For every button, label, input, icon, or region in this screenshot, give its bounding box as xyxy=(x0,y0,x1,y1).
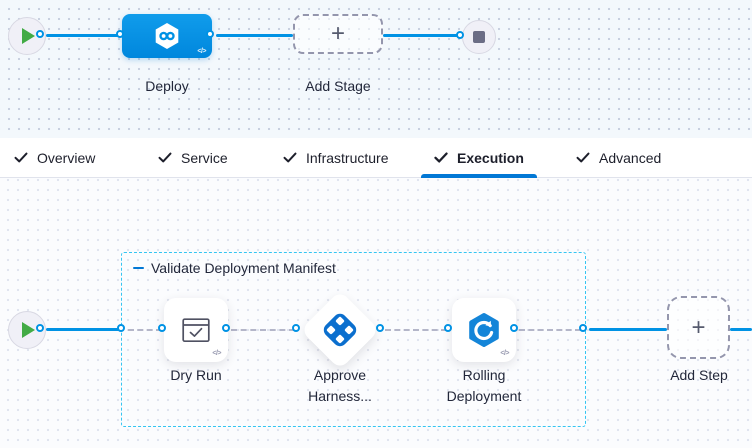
add-stage-button[interactable]: + xyxy=(293,14,383,54)
check-icon xyxy=(576,150,590,166)
step-label: Approve Harness... xyxy=(308,367,372,404)
step-node-rolling-deployment[interactable]: </> xyxy=(452,298,516,362)
execution-steps-canvas xyxy=(0,178,752,448)
edge-line-dashed xyxy=(385,329,447,331)
collapse-group-icon[interactable] xyxy=(133,266,144,270)
step-node-dry-run[interactable]: </> xyxy=(164,298,228,362)
connector-port[interactable] xyxy=(36,324,44,332)
edge-line-dashed xyxy=(519,329,581,331)
connector-port[interactable] xyxy=(444,324,452,332)
step-group-header[interactable]: Validate Deployment Manifest xyxy=(133,260,336,276)
edge-line-dashed xyxy=(231,329,295,331)
step-group-label: Validate Deployment Manifest xyxy=(151,260,336,276)
harness-cd-hexagon-icon xyxy=(152,21,182,51)
connector-port[interactable] xyxy=(376,324,384,332)
edge-line xyxy=(216,34,293,37)
stage-config-tabbar: Overview Service Infrastructure Executio… xyxy=(0,138,752,178)
stop-icon xyxy=(473,31,485,43)
edge-line xyxy=(589,328,667,331)
connector-port[interactable] xyxy=(117,324,125,332)
step-label: Dry Run xyxy=(170,367,222,383)
plus-icon: + xyxy=(330,20,345,47)
edge-line xyxy=(46,328,123,331)
connector-port[interactable] xyxy=(116,30,124,38)
tab-overview[interactable]: Overview xyxy=(1,138,108,177)
active-tab-underline xyxy=(421,174,537,178)
code-view-icon[interactable]: </> xyxy=(212,350,221,357)
connector-port[interactable] xyxy=(292,324,300,332)
plus-icon: + xyxy=(691,313,706,341)
play-icon xyxy=(22,28,35,44)
step-label: Rolling Deployment xyxy=(446,367,522,404)
add-step-button[interactable]: + xyxy=(667,296,730,359)
tab-execution[interactable]: Execution xyxy=(421,138,537,178)
check-icon xyxy=(158,150,172,166)
connector-port[interactable] xyxy=(510,324,518,332)
pipeline-end-node xyxy=(462,20,496,54)
stage-label: Deploy xyxy=(145,78,189,94)
connector-port[interactable] xyxy=(206,30,214,38)
check-icon xyxy=(14,150,28,166)
code-view-icon[interactable]: </> xyxy=(500,350,509,357)
execution-start-node xyxy=(8,311,46,349)
tab-service[interactable]: Service xyxy=(145,138,241,177)
harness-approval-icon xyxy=(318,308,362,352)
add-stage-label: Add Stage xyxy=(305,78,371,94)
check-icon xyxy=(283,150,297,166)
add-step-label: Add Step xyxy=(670,367,728,383)
stage-node-deploy[interactable]: </> xyxy=(122,14,212,58)
connector-port[interactable] xyxy=(222,324,230,332)
connector-port[interactable] xyxy=(36,30,44,38)
edge-line xyxy=(730,328,752,331)
tab-advanced[interactable]: Advanced xyxy=(563,138,674,177)
edge-line xyxy=(383,34,463,37)
code-view-icon[interactable]: </> xyxy=(197,48,206,55)
step-node-approve-harness[interactable] xyxy=(300,290,380,370)
connector-port[interactable] xyxy=(579,324,587,332)
edge-line-dashed xyxy=(128,329,162,331)
dry-run-icon xyxy=(182,317,210,343)
stage-pipeline-canvas: </> + Deploy Add Stage xyxy=(0,0,752,138)
play-icon xyxy=(22,322,35,338)
edge-line xyxy=(46,34,122,37)
step-group-container xyxy=(121,252,586,427)
tab-infrastructure[interactable]: Infrastructure xyxy=(270,138,401,177)
connector-port[interactable] xyxy=(158,324,166,332)
rolling-deployment-icon xyxy=(465,311,503,349)
check-icon xyxy=(434,150,448,166)
connector-port[interactable] xyxy=(456,31,464,39)
